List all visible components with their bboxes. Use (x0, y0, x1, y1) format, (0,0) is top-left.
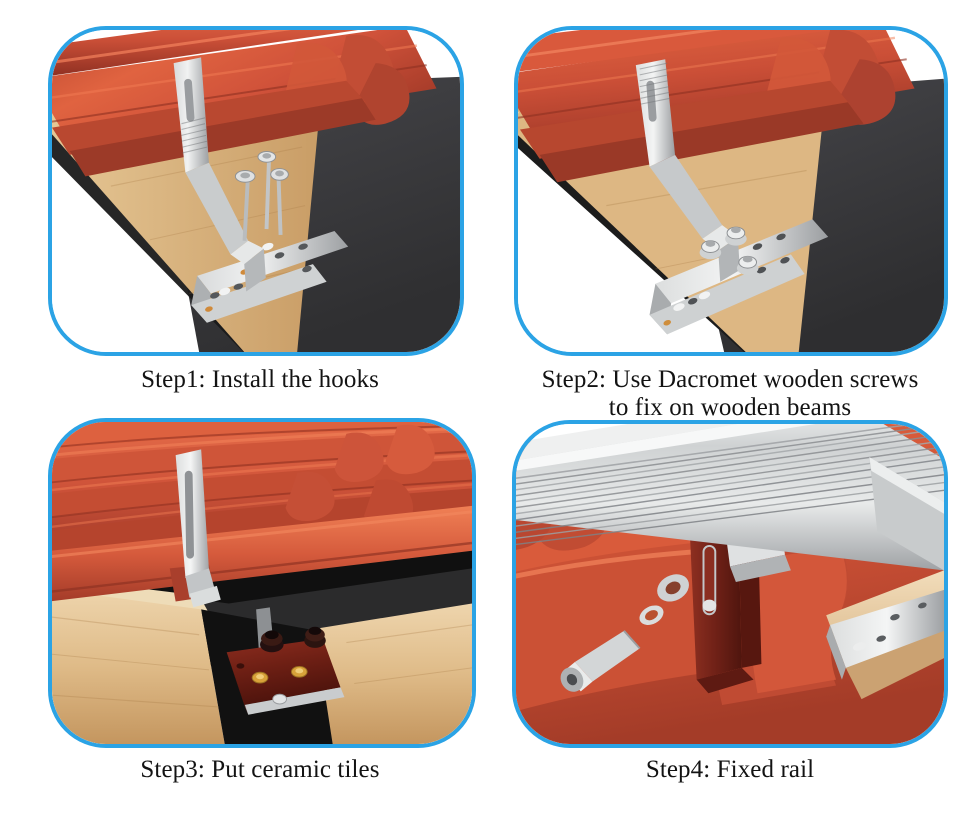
gold-screws (236, 663, 308, 705)
caption-step-4: Step4: Fixed rail (645, 756, 815, 783)
panel-step-3 (48, 418, 476, 748)
wood-screw (234, 170, 256, 241)
illustration-step-2 (518, 30, 944, 352)
wood-screw (270, 168, 289, 235)
caption-step-1: Step1: Install the hooks (141, 366, 379, 393)
caption-step-2: Step2: Use Dacromet wooden screws to fix… (541, 366, 919, 421)
dacromet-screws (699, 226, 759, 275)
wooden-beam-face (52, 589, 225, 744)
illustration-step-1 (52, 30, 460, 352)
side-base-plate (826, 589, 944, 680)
illustration-step-4 (516, 424, 944, 744)
rail-end-cap (869, 457, 944, 571)
ceramic-tile-roof (518, 30, 915, 183)
dacromet-screw (736, 255, 759, 275)
caption-step-3: Step3: Put ceramic tiles (140, 756, 380, 783)
adjustable-base-plate (191, 231, 349, 323)
aluminium-rail (516, 424, 944, 571)
knurled-texture (181, 117, 208, 154)
stainless-roof-hook (173, 57, 266, 292)
wood-grain (52, 616, 472, 708)
stainless-roof-hook (175, 449, 221, 608)
panel-step-2 (514, 26, 948, 356)
panel-step-4 (512, 420, 948, 748)
knurled-texture (639, 62, 671, 105)
hex-bolt (560, 630, 641, 692)
panel-step-1 (48, 26, 464, 356)
hex-nuts (260, 626, 326, 653)
wood-screw (257, 150, 277, 230)
maroon-base-plate (226, 638, 345, 715)
dacromet-screw (725, 226, 747, 246)
ceramic-tile-roof (52, 422, 472, 567)
wooden-beam-right (314, 603, 472, 744)
dacromet-screw (699, 240, 722, 260)
wood-screws (234, 150, 289, 241)
illustration-step-3 (52, 422, 472, 744)
mounting-washers (639, 574, 689, 625)
